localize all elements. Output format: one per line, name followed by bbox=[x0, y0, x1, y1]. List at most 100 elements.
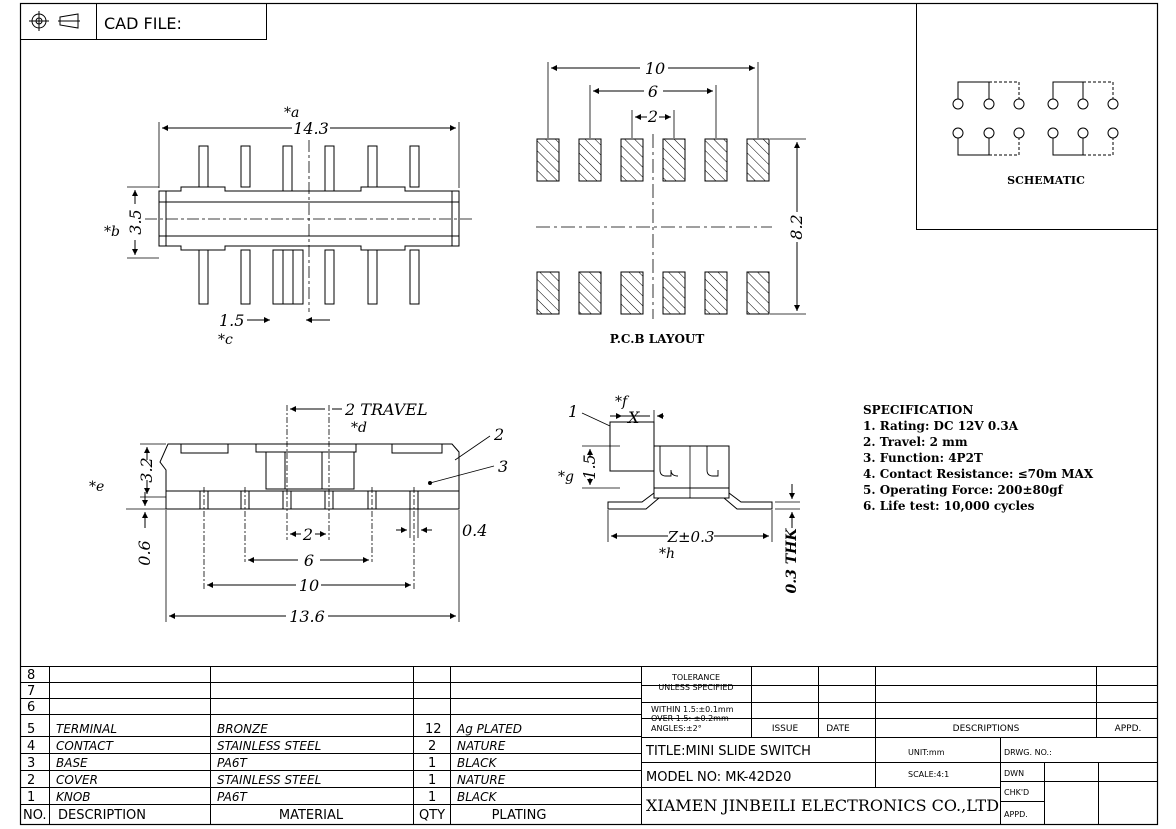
spec-title: SPECIFICATION bbox=[863, 403, 973, 417]
bom-header-plating: PLATING bbox=[492, 808, 547, 823]
bom-row-no: 5 bbox=[27, 722, 35, 737]
bom-row-plating: NATURE bbox=[457, 773, 506, 787]
tolerance-within: WITHIN 1.5:±0.1mm bbox=[651, 705, 734, 714]
callout-3: 3 bbox=[498, 457, 508, 476]
bom-row-qty: 1 bbox=[428, 790, 436, 805]
bom-row-qty: 2 bbox=[428, 739, 436, 754]
spec-item: 4. Contact Resistance: ≤70m MAX bbox=[863, 467, 1094, 481]
spec-item: 5. Operating Force: 200±80gf bbox=[863, 483, 1064, 497]
tolerance-over: OVER 1.5: ±0.2mm bbox=[651, 714, 729, 723]
bom-header-material: MATERIAL bbox=[279, 808, 344, 823]
bom-row-no: 6 bbox=[27, 700, 35, 715]
bom-row-plating: Ag PLATED bbox=[456, 722, 522, 736]
scale-label: SCALE:4:1 bbox=[908, 770, 949, 779]
side-height-dim: 1.5 bbox=[580, 454, 599, 479]
pcb-dim-rows: 8.2 bbox=[787, 214, 806, 239]
projection-symbol-icon bbox=[29, 11, 80, 31]
front-view bbox=[126, 405, 495, 622]
model-number: MODEL NO: MK-42D20 bbox=[646, 770, 791, 785]
date-label: DATE bbox=[826, 724, 850, 734]
bom-row-material: STAINLESS STEEL bbox=[217, 739, 321, 753]
drwg-no-label: DRWG. NO.: bbox=[1004, 748, 1052, 757]
bom-row-no: 8 bbox=[27, 668, 35, 683]
tolerance-angles: ANGLES:±2° bbox=[651, 724, 702, 733]
top-height-ref: *b bbox=[104, 224, 120, 240]
tolerance-sub: UNLESS SPECIFIED bbox=[658, 683, 733, 692]
bom-row-no: 7 bbox=[27, 684, 35, 699]
side-view bbox=[581, 410, 800, 542]
bom-row-desc: CONTACT bbox=[56, 739, 115, 753]
travel-label: 2 TRAVEL bbox=[344, 400, 428, 419]
bom-header-qty: QTY bbox=[419, 808, 445, 823]
pcb-layout bbox=[536, 62, 806, 319]
bom-row-no: 2 bbox=[27, 773, 35, 788]
front-height-ref: *e bbox=[89, 479, 104, 495]
front-height-dim: 3.2 bbox=[137, 457, 156, 482]
base-dim: 0.6 bbox=[135, 540, 154, 565]
specification: SPECIFICATION 1. Rating: DC 12V 0.3A 2. … bbox=[863, 403, 1094, 513]
appd-label: APPD. bbox=[1115, 724, 1142, 734]
unit-label: UNIT:mm bbox=[908, 748, 945, 757]
front-dim-pitch: 2 bbox=[302, 525, 313, 544]
pcb-dim-outer: 10 bbox=[645, 59, 665, 78]
bom-row-no: 4 bbox=[27, 739, 35, 754]
spec-item: 6. Life test: 10,000 cycles bbox=[863, 499, 1035, 513]
title-block-text: TOLERANCE UNLESS SPECIFIED WITHIN 1.5:±0… bbox=[645, 673, 1141, 819]
bom-row-plating: BLACK bbox=[457, 756, 498, 770]
bom-row-plating: NATURE bbox=[457, 739, 506, 753]
sheet-border bbox=[19, 2, 1159, 826]
travel-ref: *d bbox=[351, 420, 367, 436]
x-ref: *f bbox=[615, 394, 630, 410]
bom-header-desc: DESCRIPTION bbox=[58, 808, 146, 823]
descriptions-label: DESCRIPTIONS bbox=[953, 724, 1020, 734]
thk-dim: 0.3 THK bbox=[784, 528, 800, 594]
front-dim-10: 10 bbox=[299, 576, 319, 595]
title-block bbox=[641, 666, 1157, 824]
company-name: XIAMEN JINBEILI ELECTRONICS CO.,LTD bbox=[646, 796, 999, 815]
header-box: CAD FILE: bbox=[20, 3, 267, 40]
pcb-dim-pitch: 2 bbox=[647, 107, 658, 126]
bom-header-no: NO. bbox=[23, 808, 47, 823]
front-dim-6: 6 bbox=[304, 551, 314, 570]
x-label: X bbox=[626, 408, 640, 427]
callout-1: 1 bbox=[568, 402, 578, 421]
bom-row-material: STAINLESS STEEL bbox=[217, 773, 321, 787]
knob-ref: *c bbox=[218, 332, 233, 348]
bom-row-desc: BASE bbox=[56, 756, 88, 770]
pcb-dim-middle: 6 bbox=[648, 82, 658, 101]
appd2-label: APPD. bbox=[1004, 810, 1028, 819]
issue-label: ISSUE bbox=[772, 724, 799, 734]
knob-dim: 1.5 bbox=[219, 311, 244, 330]
schematic-symbol bbox=[952, 81, 1119, 156]
side-height-ref: *g bbox=[558, 469, 574, 485]
z-ref: *h bbox=[659, 546, 675, 562]
tolerance-label: TOLERANCE bbox=[671, 673, 720, 682]
chkd-label: CHK'D bbox=[1004, 788, 1029, 797]
bom-row-material: PA6T bbox=[217, 756, 248, 770]
bom-row-qty: 12 bbox=[425, 722, 442, 737]
bom-row-no: 1 bbox=[27, 790, 35, 805]
bom-row-qty: 1 bbox=[428, 756, 436, 771]
bom-rows: 8 7 6 5 TERMINAL BRONZE 12 Ag PLATED 4 C… bbox=[23, 668, 546, 823]
pcb-layout-title: P.C.B LAYOUT bbox=[610, 332, 705, 346]
bom-row-desc: KNOB bbox=[56, 790, 91, 804]
bom-row-desc: COVER bbox=[56, 773, 98, 787]
bom-row-material: PA6T bbox=[217, 790, 248, 804]
front-dim-overall: 13.6 bbox=[289, 607, 325, 626]
top-height-dim: 3.5 bbox=[126, 209, 145, 234]
schematic-panel: SCHEMATIC bbox=[916, 3, 1158, 230]
cad-file-label: CAD FILE: bbox=[104, 14, 182, 33]
top-width-ref: *a bbox=[284, 105, 299, 121]
bom-table bbox=[20, 666, 642, 824]
bom-row-no: 3 bbox=[27, 756, 35, 771]
bom-row-desc: TERMINAL bbox=[56, 722, 117, 736]
spec-item: 1. Rating: DC 12V 0.3A bbox=[863, 419, 1019, 433]
drawing-title: TITLE:MINI SLIDE SWITCH bbox=[645, 744, 811, 759]
top-view bbox=[127, 122, 472, 323]
dwn-label: DWN bbox=[1004, 769, 1024, 778]
bom-row-material: BRONZE bbox=[217, 722, 268, 736]
pin-dim: 0.4 bbox=[462, 521, 487, 540]
spec-item: 3. Function: 4P2T bbox=[863, 451, 983, 465]
bom-row-plating: BLACK bbox=[457, 790, 498, 804]
